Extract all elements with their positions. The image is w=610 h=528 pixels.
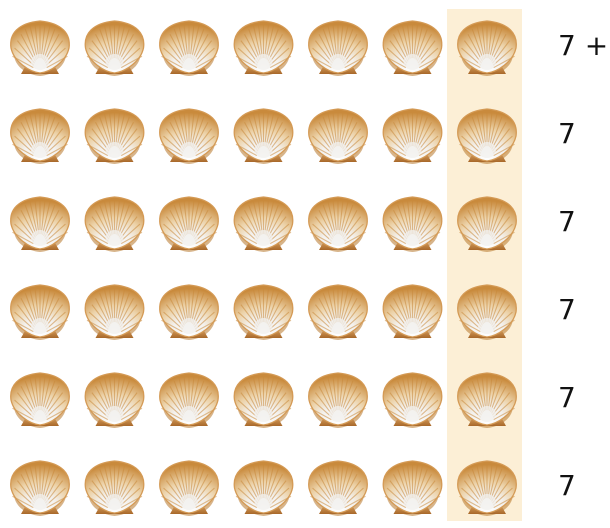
scallop-shell-icon bbox=[10, 284, 70, 340]
scallop-shell-icon bbox=[10, 196, 70, 252]
row-label: 7 bbox=[558, 293, 576, 326]
scallop-shell-icon bbox=[457, 460, 517, 516]
scallop-shell-icon bbox=[159, 20, 219, 76]
scallop-shell-icon bbox=[233, 284, 294, 340]
scallop-shell-icon bbox=[382, 108, 443, 164]
scallop-shell-icon bbox=[308, 284, 368, 340]
highlighted-column bbox=[447, 9, 522, 521]
scallop-shell-icon bbox=[84, 196, 145, 252]
scallop-shell-icon bbox=[84, 108, 145, 164]
scallop-shell-icon bbox=[382, 20, 443, 76]
scallop-shell-icon bbox=[10, 372, 70, 428]
scallop-shell-icon bbox=[457, 284, 517, 340]
scallop-shell-icon bbox=[233, 20, 294, 76]
scallop-shell-icon bbox=[457, 372, 517, 428]
scallop-shell-icon bbox=[233, 196, 294, 252]
scallop-shell-icon bbox=[84, 372, 145, 428]
row-label: 7 + bbox=[558, 29, 609, 62]
scallop-shell-icon bbox=[159, 108, 219, 164]
scallop-shell-icon bbox=[382, 372, 443, 428]
scallop-shell-icon bbox=[84, 460, 145, 516]
scallop-shell-icon bbox=[308, 460, 368, 516]
scallop-shell-icon bbox=[382, 196, 443, 252]
row-label: 7 bbox=[558, 381, 576, 414]
row-label: 7 bbox=[558, 117, 576, 150]
row-label: 7 bbox=[558, 469, 576, 502]
scallop-shell-icon bbox=[233, 460, 294, 516]
scallop-shell-icon bbox=[308, 196, 368, 252]
scallop-shell-icon bbox=[308, 20, 368, 76]
scallop-shell-icon bbox=[10, 460, 70, 516]
scallop-shell-icon bbox=[159, 196, 219, 252]
scallop-shell-icon bbox=[233, 372, 294, 428]
scallop-shell-icon bbox=[10, 108, 70, 164]
scallop-shell-icon bbox=[233, 108, 294, 164]
scallop-shell-icon bbox=[308, 108, 368, 164]
scallop-shell-icon bbox=[382, 284, 443, 340]
scallop-shell-icon bbox=[457, 20, 517, 76]
scallop-shell-icon bbox=[10, 20, 70, 76]
row-label: 7 bbox=[558, 205, 576, 238]
scallop-shell-icon bbox=[159, 284, 219, 340]
scallop-shell-icon bbox=[159, 372, 219, 428]
scallop-shell-icon bbox=[457, 108, 517, 164]
scallop-shell-icon bbox=[84, 20, 145, 76]
scallop-shell-icon bbox=[159, 460, 219, 516]
scallop-shell-icon bbox=[308, 372, 368, 428]
scallop-shell-icon bbox=[382, 460, 443, 516]
scallop-shell-icon bbox=[84, 284, 145, 340]
scallop-shell-icon bbox=[457, 196, 517, 252]
